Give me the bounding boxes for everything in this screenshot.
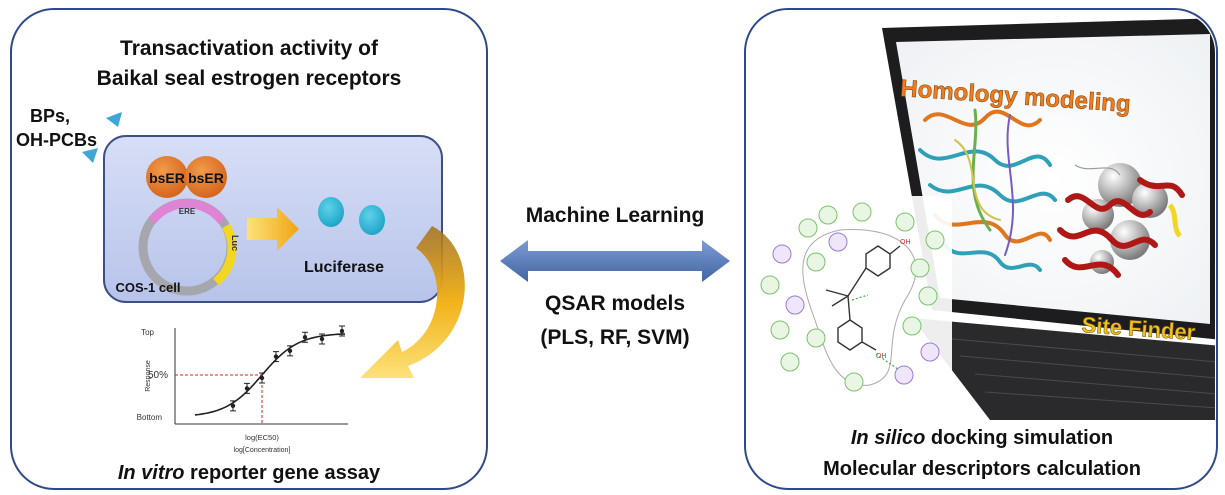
- y-tick-50: 50%: [148, 370, 168, 381]
- data-point: [302, 335, 308, 340]
- dose-response-curve: [194, 333, 346, 416]
- expression-arrow: [247, 207, 299, 251]
- site-finder-protein-model: [1057, 163, 1185, 278]
- hydroxyl-label-top: OH: [900, 239, 911, 246]
- machine-learning-label: Machine Learning: [526, 204, 705, 227]
- luc-label: Luc: [230, 235, 240, 251]
- data-point: [339, 328, 345, 334]
- data-point: [319, 336, 325, 342]
- receptor-bser-right: [185, 156, 227, 198]
- left-title-line1: Transactivation activity of: [120, 37, 379, 60]
- ligand-icon: [82, 148, 98, 163]
- hydroxyl-label-bottom: OH: [876, 353, 887, 360]
- y-tick-bottom: Bottom: [137, 413, 163, 422]
- docking-caption-line1: In silico docking simulation: [851, 427, 1113, 449]
- dose-response-chart: Top 50% Bottom Response log(EC50) log[Co…: [137, 325, 348, 454]
- luciferase-blob: [318, 197, 344, 227]
- docking-caption-line2: Molecular descriptors calculation: [823, 458, 1141, 480]
- luciferase-blob: [359, 205, 385, 235]
- compounds-label-line1: BPs,: [30, 106, 70, 126]
- ec50-label: log(EC50): [245, 433, 279, 442]
- y-tick-top: Top: [141, 328, 154, 337]
- data-point: [259, 375, 265, 381]
- receptor-label-left: bsER: [149, 170, 185, 186]
- assay-curved-arrow: [360, 226, 465, 378]
- data-point: [287, 348, 293, 354]
- luciferase-label: Luciferase: [304, 259, 384, 276]
- data-point: [230, 403, 236, 409]
- left-title-line2: Baikal seal estrogen receptors: [97, 67, 402, 90]
- ligand-icon: [106, 112, 122, 127]
- assay-caption-italic: In vitro: [118, 462, 185, 484]
- assay-caption: In vitro reporter gene assay: [118, 462, 381, 484]
- docking-caption-rest: docking simulation: [925, 427, 1113, 449]
- data-point: [244, 386, 250, 391]
- keyboard-keys: [939, 337, 1215, 409]
- qsar-label-line1: QSAR models: [545, 292, 685, 315]
- ere-label: ERE: [179, 207, 196, 216]
- receptor-bser-left: [146, 156, 188, 198]
- y-axis-label: Response: [145, 360, 152, 392]
- data-point: [273, 354, 279, 359]
- receptor-label-right: bsER: [188, 170, 224, 186]
- docking-caption-italic: In silico: [851, 427, 925, 449]
- cell-label: COS-1 cell: [115, 280, 180, 295]
- x-axis-label: log[Concentration]: [234, 447, 291, 454]
- homology-protein-model: [918, 108, 1057, 272]
- assay-caption-rest: reporter gene assay: [185, 462, 382, 484]
- laptop-keyboard: [912, 318, 1215, 420]
- interaction-diagram: OH OH: [752, 196, 952, 406]
- machine-learning-double-arrow: [500, 240, 730, 282]
- plasmid: [138, 198, 237, 296]
- qsar-label-line2: (PLS, RF, SVM): [540, 326, 689, 349]
- compounds-label-line2: OH-PCBs: [16, 130, 97, 150]
